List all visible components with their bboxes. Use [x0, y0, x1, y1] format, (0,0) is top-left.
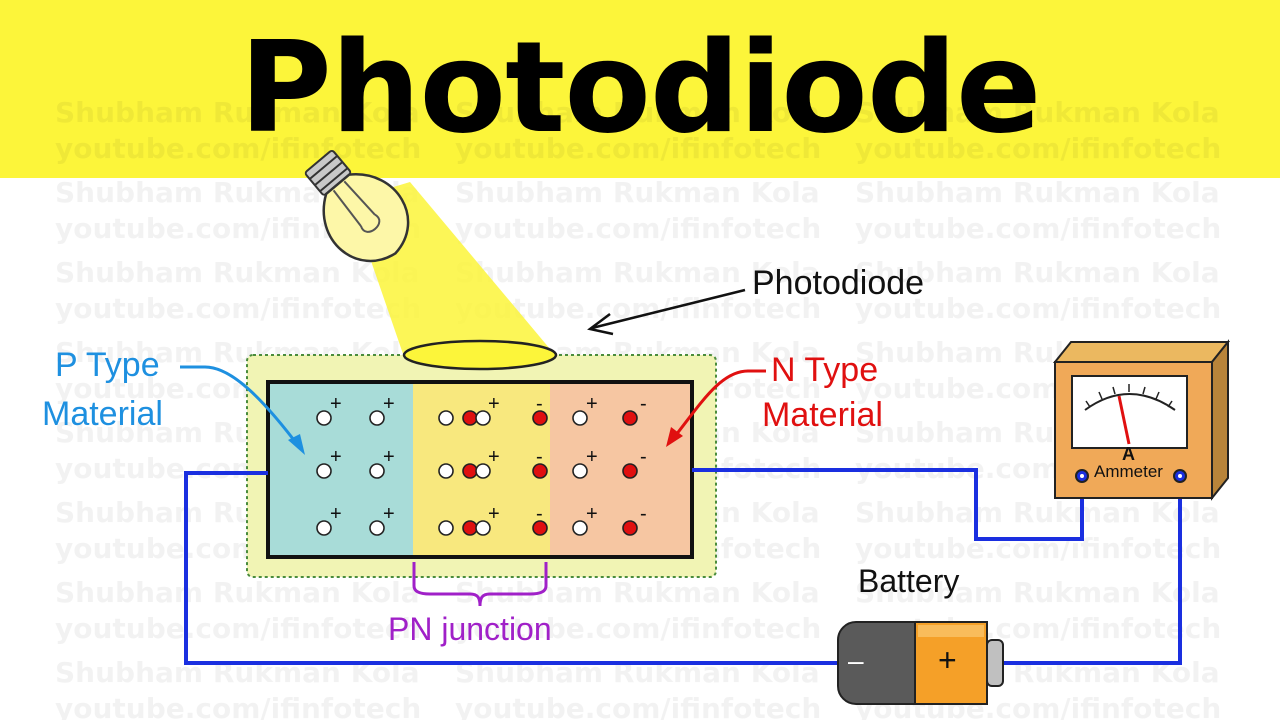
- plus-sign: +: [383, 446, 395, 468]
- battery-label: Battery: [858, 563, 960, 599]
- minus-sign: -: [640, 393, 647, 415]
- photodiode-pointer-arrow: [587, 288, 746, 336]
- minus-sign: -: [536, 446, 543, 468]
- electron-carrier: [532, 410, 548, 426]
- plus-sign: +: [488, 393, 500, 415]
- electron-carrier: [622, 520, 638, 536]
- hole-carrier: [316, 410, 332, 426]
- p-type-pointer-arrow: [180, 365, 305, 455]
- electron-carrier: [462, 410, 478, 426]
- plus-sign: +: [383, 393, 395, 415]
- hole-carrier: [438, 520, 454, 536]
- hole-carrier: [475, 463, 491, 479]
- photodiode-label: Photodiode: [752, 264, 925, 302]
- minus-sign: -: [536, 503, 543, 525]
- p-type-material-label: Material: [42, 395, 163, 433]
- circuit-wire: [184, 468, 1182, 665]
- plus-sign: +: [330, 393, 342, 415]
- hole-carrier: [316, 463, 332, 479]
- n-type-label: N Type: [771, 351, 879, 389]
- lens: [402, 339, 558, 371]
- plus-sign: +: [330, 446, 342, 468]
- electron-carrier: [532, 520, 548, 536]
- electron-carrier: [622, 463, 638, 479]
- electron-carrier: [622, 410, 638, 426]
- hole-carrier: [475, 520, 491, 536]
- hole-carrier: [369, 520, 385, 536]
- hole-carrier: [316, 520, 332, 536]
- pn-junction-bracket: [412, 562, 548, 607]
- n-type-pointer-arrow: [666, 369, 766, 447]
- title-banner: [0, 0, 1280, 178]
- pn-junction-label: PN junction: [388, 611, 552, 647]
- battery-minus-label: –: [848, 645, 864, 676]
- hole-carrier: [438, 463, 454, 479]
- ammeter-needle: [1117, 395, 1131, 445]
- p-type-label: P Type: [55, 346, 160, 384]
- electron-carrier: [532, 463, 548, 479]
- plus-sign: +: [330, 503, 342, 525]
- minus-sign: -: [640, 446, 647, 468]
- plus-sign: +: [488, 503, 500, 525]
- n-type-region: [550, 382, 692, 557]
- ammeter-label: Ammeter: [1094, 462, 1163, 481]
- plus-sign: +: [586, 503, 598, 525]
- plus-sign: +: [586, 393, 598, 415]
- hole-carrier: [572, 463, 588, 479]
- electron-carrier: [462, 463, 478, 479]
- minus-sign: -: [536, 393, 543, 415]
- hole-carrier: [438, 410, 454, 426]
- hole-carrier: [369, 463, 385, 479]
- battery-plus-label: +: [938, 642, 957, 678]
- p-type-region: [268, 382, 413, 557]
- plus-sign: +: [586, 446, 598, 468]
- plus-sign: +: [488, 446, 500, 468]
- ammeter: [1052, 339, 1231, 501]
- charge-carriers: + + + - + - + + + - + - + + + - + -: [316, 393, 647, 536]
- hole-carrier: [475, 410, 491, 426]
- hole-carrier: [572, 520, 588, 536]
- light-bulb-icon: [304, 149, 410, 263]
- ammeter-unit-label: A: [1122, 444, 1135, 464]
- electron-carrier: [462, 520, 478, 536]
- plus-sign: +: [383, 503, 395, 525]
- hole-carrier: [572, 410, 588, 426]
- n-type-material-label: Material: [762, 396, 883, 434]
- battery: [837, 621, 1004, 705]
- page-title: Photodiode: [239, 14, 1041, 161]
- hole-carrier: [369, 410, 385, 426]
- minus-sign: -: [640, 503, 647, 525]
